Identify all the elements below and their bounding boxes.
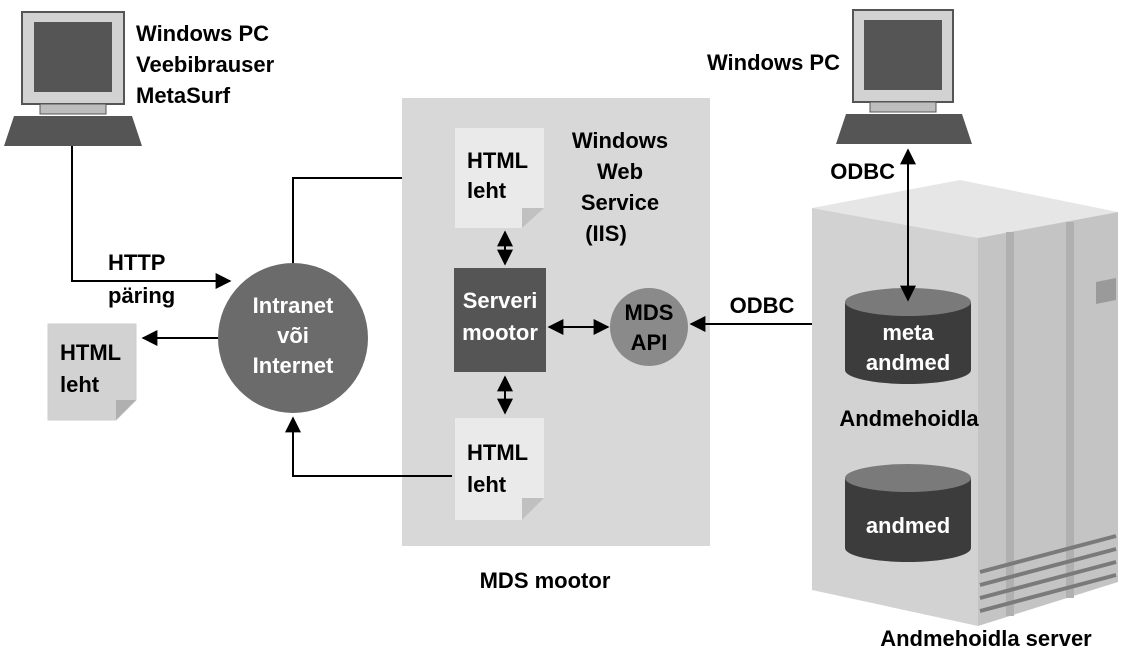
html-page-bottom-icon — [455, 418, 544, 520]
http-request-arrow — [71, 146, 232, 289]
mds-api-node — [610, 288, 688, 366]
data-db-label: andmed — [866, 513, 950, 538]
client-pc-label: Windows PC — [136, 21, 269, 46]
odbc-pc-db-label: ODBC — [830, 159, 895, 184]
internet-line1: Intranet — [253, 293, 334, 318]
page-to-internet-arrow — [285, 416, 452, 477]
client-metasurf-label: MetaSurf — [136, 83, 231, 108]
http-label: HTTP — [108, 250, 165, 275]
server-engine-line2: mootor — [462, 320, 538, 345]
server-cabinet-icon — [812, 180, 1118, 626]
server-engine-box — [454, 268, 546, 372]
server-caption: Andmehoidla server — [880, 626, 1092, 651]
web-service-line3: Service — [581, 190, 659, 215]
admin-computer-icon — [836, 9, 972, 144]
mds-api-line1: MDS — [625, 300, 674, 325]
mds-api-line2: API — [631, 330, 668, 355]
html-page-returned-line1: HTML — [60, 340, 121, 365]
server-engine-line1: Serveri — [463, 288, 538, 313]
web-service-line4: (IIS) — [585, 221, 627, 246]
internet-to-page-arrow — [292, 170, 449, 263]
meta-db-line2: andmed — [866, 350, 950, 375]
db-caption: Andmehoidla — [839, 406, 979, 431]
html-page-bottom-line1: HTML — [467, 440, 528, 465]
web-service-line1: Windows — [572, 128, 668, 153]
internet-line2: või — [277, 323, 309, 348]
internet-line3: Internet — [253, 353, 334, 378]
html-page-returned-line2: leht — [60, 372, 100, 397]
html-page-top-line1: HTML — [467, 148, 528, 173]
html-page-bottom-line2: leht — [467, 472, 507, 497]
meta-database-icon — [845, 288, 971, 384]
mds-engine-caption: MDS mootor — [480, 568, 611, 593]
odbc-api-db-label: ODBC — [730, 293, 795, 318]
data-database-icon — [845, 464, 971, 562]
client-browser-label: Veebibrauser — [136, 52, 275, 77]
html-page-top-line2: leht — [467, 178, 507, 203]
internet-node — [218, 263, 368, 413]
html-page-top-icon — [455, 128, 544, 228]
meta-db-line1: meta — [882, 320, 934, 345]
web-service-line2: Web — [597, 159, 643, 184]
client-computer-icon — [4, 11, 142, 146]
request-label: päring — [108, 283, 175, 308]
admin-pc-label: Windows PC — [707, 50, 840, 75]
html-page-returned-icon — [47, 323, 137, 421]
